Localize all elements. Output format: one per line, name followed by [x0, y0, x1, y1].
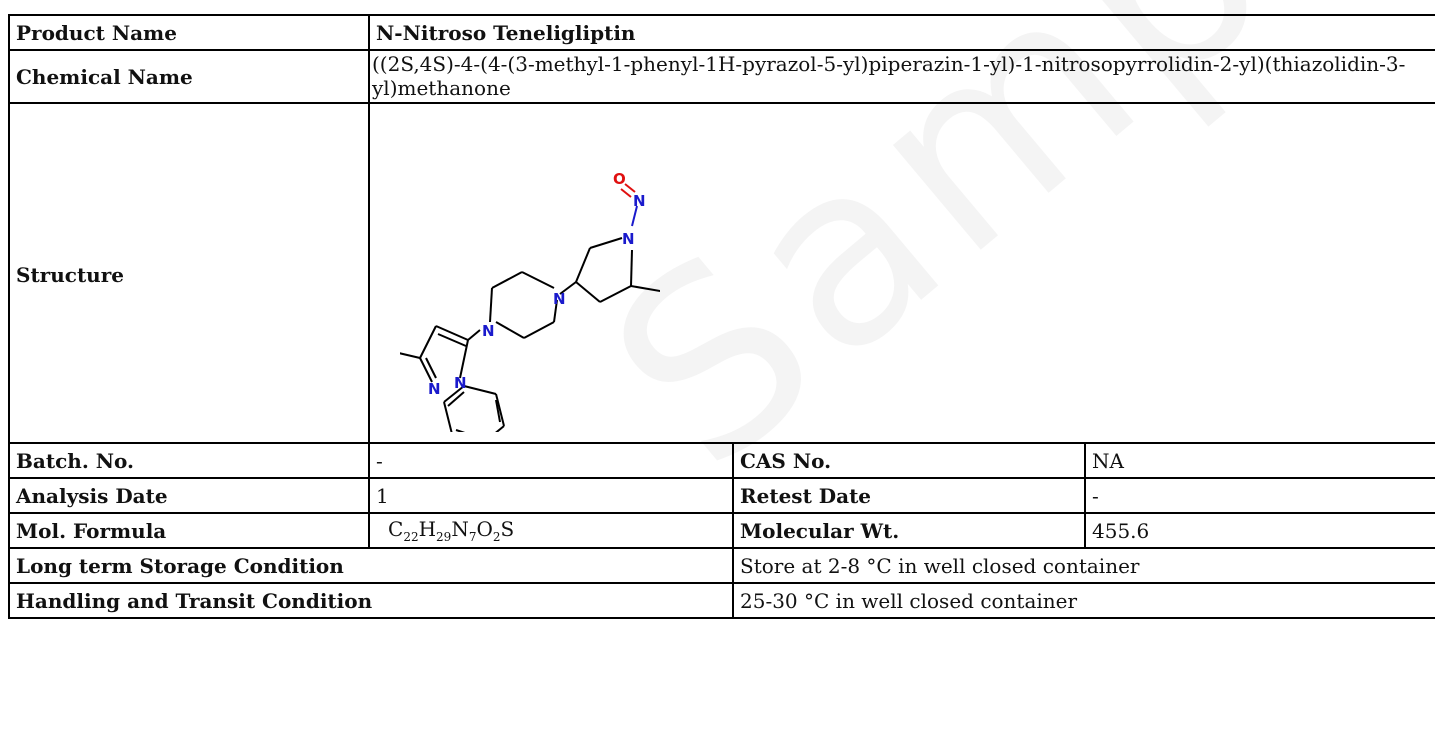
atom-n-pyrrolidine: N [622, 230, 635, 248]
row-chemical-name: Chemical Name ((2S,4S)-4-(4-(3-methyl-1-… [8, 48, 1435, 105]
product-name-value: N-Nitroso Teneligliptin [367, 14, 1435, 51]
mol-formula-label: Mol. Formula [8, 512, 370, 550]
structure-cell: O N N O N S N N N N [367, 102, 1435, 445]
formula-c-count: 22 [403, 529, 419, 544]
row-analysis-retest: Analysis Date 1 Retest Date - [8, 477, 1435, 515]
row-product-name: Product Name N-Nitroso Teneligliptin [8, 14, 1435, 51]
row-handling: Handling and Transit Condition 25-30 °C … [8, 582, 1435, 620]
analysis-date-value: 1 [368, 477, 734, 515]
batch-no-value: - [368, 442, 734, 480]
structure-label: Structure [8, 102, 370, 445]
atom-n-nitroso: N [633, 192, 646, 210]
row-batch-cas: Batch. No. - CAS No. NA [8, 442, 1435, 480]
atom-o-nitroso: O [613, 170, 626, 188]
storage-value: Store at 2-8 °C in well closed container [731, 547, 1435, 585]
atom-n-pyrazole-2: N [428, 380, 441, 398]
row-structure: Structure [8, 102, 1435, 445]
formula-o: O [476, 516, 493, 541]
coa-table: Product Name N-Nitroso Teneligliptin Che… [8, 14, 1435, 620]
atom-labels: O N N O N S N N N N [428, 170, 646, 398]
atom-n-piperazine-left: N [482, 322, 495, 340]
formula-n: N [451, 516, 469, 541]
molecular-wt-label: Molecular Wt. [732, 512, 1086, 550]
handling-label: Handling and Transit Condition [8, 582, 734, 620]
mol-formula-value: C22H29N7O2S [368, 512, 734, 550]
atom-n-piperazine-right: N [553, 290, 566, 308]
chemical-name-value-cell: ((2S,4S)-4-(4-(3-methyl-1-phenyl-1H-pyra… [367, 48, 1435, 105]
formula-h-count: 29 [436, 529, 452, 544]
analysis-date-label: Analysis Date [8, 477, 370, 515]
formula-o-count: 2 [492, 529, 501, 544]
formula-h: H [418, 516, 437, 541]
handling-value: 25-30 °C in well closed container [731, 582, 1435, 620]
formula-c: C [388, 516, 404, 541]
formula-n-count: 7 [468, 529, 477, 544]
product-name-label: Product Name [8, 14, 370, 51]
formula-s: S [500, 516, 515, 541]
row-storage: Long term Storage Condition Store at 2-8… [8, 547, 1435, 585]
retest-date-label: Retest Date [732, 477, 1086, 515]
chemical-name-value: ((2S,4S)-4-(4-(3-methyl-1-phenyl-1H-pyra… [372, 52, 1406, 100]
retest-date-value: - [1083, 477, 1435, 515]
bonds [400, 183, 660, 433]
molecule-structure: O N N O N S N N N N [400, 170, 660, 433]
cas-no-value: NA [1083, 442, 1435, 480]
molecular-wt-value: 455.6 [1083, 512, 1435, 550]
row-formula-weight: Mol. Formula C22H29N7O2S Molecular Wt. 4… [8, 512, 1435, 550]
batch-no-label: Batch. No. [8, 442, 370, 480]
cas-no-label: CAS No. [732, 442, 1086, 480]
storage-label: Long term Storage Condition [8, 547, 734, 585]
atom-n-pyrazole-1: N [454, 374, 467, 392]
chemical-name-label: Chemical Name [8, 48, 370, 105]
